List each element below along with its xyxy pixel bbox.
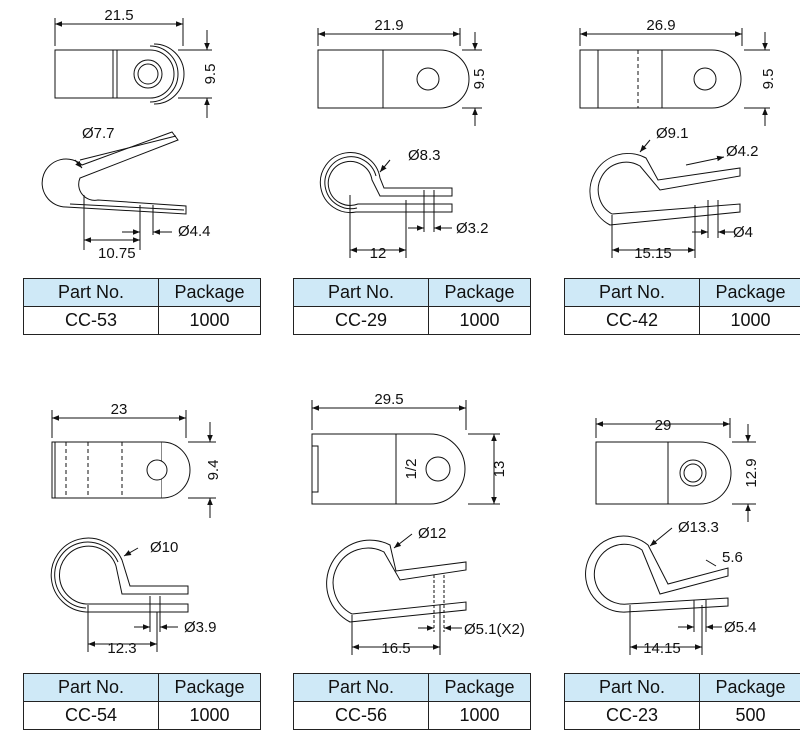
package-cell: 1000 [428, 701, 531, 730]
cc42-offset-label: 15.15 [634, 245, 672, 262]
cc42-height-label: 9.5 [760, 69, 777, 90]
cc29-side-view [319, 152, 453, 214]
cc56-diameter-label: Ø12 [418, 525, 446, 542]
part-no-cell: CC-54 [23, 701, 159, 730]
package-cell: 500 [699, 701, 800, 730]
cc54-height-label: 9.4 [205, 460, 222, 481]
cc42-side-view [589, 152, 741, 226]
cc56-hole-label: Ø5.1(X2) [464, 621, 525, 638]
part-no-cell: CC-56 [293, 701, 429, 730]
cc54-diameter-label: Ø10 [150, 539, 178, 556]
package-cell: 1000 [158, 701, 261, 730]
part-no-cell: CC-53 [23, 306, 159, 335]
part-no-cell: CC-42 [564, 306, 700, 335]
cc54-offset-label: 12.3 [107, 640, 136, 657]
cc56-height-label: 13 [491, 461, 508, 478]
cc56-offset-label: 16.5 [381, 640, 410, 657]
part-no-header: Part No. [293, 673, 429, 702]
part-no-header: Part No. [564, 673, 700, 702]
cc29-hole-label: Ø3.2 [456, 220, 489, 237]
cc56-note-label: 1/2 [403, 459, 420, 480]
cc23-side-view [585, 535, 729, 613]
package-header: Package [158, 673, 261, 702]
cc42-width-label: 26.9 [646, 17, 675, 34]
package-header: Package [428, 673, 531, 702]
package-header: Package [158, 278, 261, 307]
package-cell: 1000 [158, 306, 261, 335]
package-cell: 1000 [428, 306, 531, 335]
part-no-header: Part No. [564, 278, 700, 307]
cc29-diameter-label: Ø8.3 [408, 147, 441, 164]
part-no-cell: CC-29 [293, 306, 429, 335]
cc53-width-label: 21.5 [104, 7, 133, 24]
cc42-top-view [579, 49, 742, 109]
cc56-width-label: 29.5 [374, 391, 403, 408]
cc53-height-label: 9.5 [202, 64, 219, 85]
package-header: Package [428, 278, 531, 307]
cc54-hole-label: Ø3.9 [184, 619, 217, 636]
package-header: Package [699, 278, 800, 307]
cc42-hole-label: Ø4 [733, 224, 753, 241]
cc23-hole-label: Ø5.4 [724, 619, 757, 636]
cc53-offset-label: 10.75 [98, 245, 136, 262]
cc42-diameter-label: Ø9.1 [656, 125, 689, 142]
dimension-labels: 21.5 9.5 Ø7.7 Ø4.4 10.75 21.9 9.5 Ø8.3 Ø… [82, 7, 777, 657]
cc29-offset-label: 12 [370, 245, 387, 262]
cc42-hole2-label: Ø4.2 [726, 143, 759, 160]
cc54-width-label: 23 [111, 401, 128, 418]
part-no-header: Part No. [23, 673, 159, 702]
cc23-extra-label: 5.6 [722, 549, 743, 566]
cc23-height-label: 12.9 [743, 458, 760, 487]
cc23-offset-label: 14.15 [643, 640, 681, 657]
cc56-top-view [311, 433, 466, 505]
cc53-side-view [41, 131, 187, 215]
cc53-top-view [54, 43, 185, 105]
cc23-diameter-label: Ø13.3 [678, 519, 719, 536]
part-no-header: Part No. [293, 278, 429, 307]
cc53-hole-label: Ø4.4 [178, 223, 211, 240]
package-cell: 1000 [699, 306, 800, 335]
part-no-cell: CC-23 [564, 701, 700, 730]
cc54-side-view [50, 537, 189, 613]
cc56-side-view [326, 539, 467, 623]
part-no-header: Part No. [23, 278, 159, 307]
cc29-top-view [317, 49, 470, 109]
cc23-width-label: 29 [655, 417, 672, 434]
package-header: Package [699, 673, 800, 702]
cc29-height-label: 9.5 [471, 69, 488, 90]
cc53-diameter-label: Ø7.7 [82, 125, 115, 142]
cc23-top-view [595, 441, 732, 505]
cc54-top-view [51, 441, 191, 499]
cc29-width-label: 21.9 [374, 17, 403, 34]
